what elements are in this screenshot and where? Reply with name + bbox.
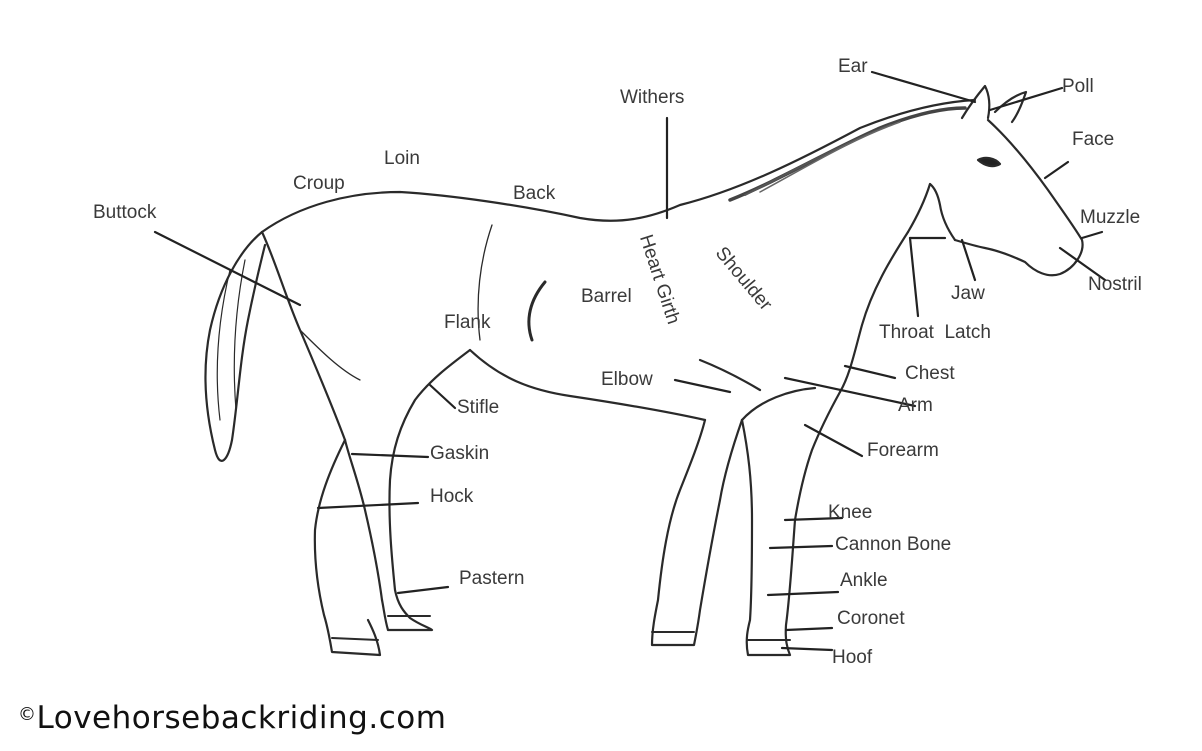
label-stifle: Stifle bbox=[457, 397, 499, 419]
leader-arm bbox=[785, 378, 915, 406]
label-croup: Croup bbox=[293, 173, 345, 195]
label-elbow: Elbow bbox=[601, 369, 653, 391]
leader-stifle bbox=[430, 385, 455, 408]
horse-hind-leg-near bbox=[315, 440, 380, 655]
leader-coronet bbox=[786, 628, 832, 630]
label-face: Face bbox=[1072, 129, 1114, 151]
leader-throat bbox=[910, 238, 918, 316]
leader-cannon bbox=[770, 546, 832, 548]
horse-front-leg-near bbox=[742, 420, 795, 655]
leader-chest bbox=[845, 366, 895, 378]
leader-elbow bbox=[675, 380, 730, 392]
label-loin: Loin bbox=[384, 148, 420, 170]
label-chest: Chest bbox=[905, 363, 955, 385]
horse-belly bbox=[470, 350, 705, 420]
leader-hoof bbox=[782, 648, 832, 650]
label-withers: Withers bbox=[620, 87, 684, 109]
horse-eye bbox=[978, 158, 1000, 166]
horse-buttock bbox=[262, 232, 345, 440]
horse-topline bbox=[262, 100, 975, 232]
label-knee: Knee bbox=[828, 502, 872, 524]
horse-front-leg-far bbox=[652, 420, 742, 645]
copyright-text: Lovehorsebackriding.com bbox=[37, 700, 447, 736]
label-gaskin: Gaskin bbox=[430, 443, 489, 465]
label-buttock: Buttock bbox=[93, 202, 156, 224]
leader-gaskin bbox=[352, 454, 428, 457]
leader-ankle bbox=[768, 592, 838, 595]
label-arm: Arm bbox=[898, 395, 933, 417]
label-nostril: Nostril bbox=[1088, 274, 1142, 296]
label-pastern: Pastern bbox=[459, 568, 524, 590]
label-throat-latch: Throat Latch bbox=[879, 322, 991, 344]
horse-face bbox=[955, 120, 1083, 275]
horse-hind-leg-far bbox=[345, 440, 382, 600]
label-back: Back bbox=[513, 183, 555, 205]
label-cannon-bone: Cannon Bone bbox=[835, 534, 951, 556]
horse-chest bbox=[795, 392, 840, 520]
label-flank: Flank bbox=[444, 312, 490, 334]
leader-ear bbox=[872, 72, 975, 102]
copyright-watermark: ©Lovehorsebackriding.com bbox=[18, 700, 446, 736]
leader-buttock bbox=[155, 232, 300, 305]
leader-face bbox=[1045, 162, 1068, 178]
horse-throat bbox=[908, 184, 930, 232]
label-muzzle: Muzzle bbox=[1080, 207, 1140, 229]
label-poll: Poll bbox=[1062, 76, 1094, 98]
label-barrel: Barrel bbox=[581, 286, 632, 308]
leader-muzzle bbox=[1082, 232, 1102, 238]
label-hoof: Hoof bbox=[832, 647, 872, 669]
label-hock: Hock bbox=[430, 486, 473, 508]
leader-forearm bbox=[805, 425, 862, 456]
label-ear: Ear bbox=[838, 56, 868, 78]
label-jaw: Jaw bbox=[951, 283, 985, 305]
leader-hock bbox=[318, 503, 418, 508]
copyright-symbol: © bbox=[18, 704, 37, 725]
label-ankle: Ankle bbox=[840, 570, 888, 592]
label-coronet: Coronet bbox=[837, 608, 905, 630]
horse-jaw bbox=[930, 184, 955, 240]
label-forearm: Forearm bbox=[867, 440, 939, 462]
leader-pastern bbox=[398, 587, 448, 593]
